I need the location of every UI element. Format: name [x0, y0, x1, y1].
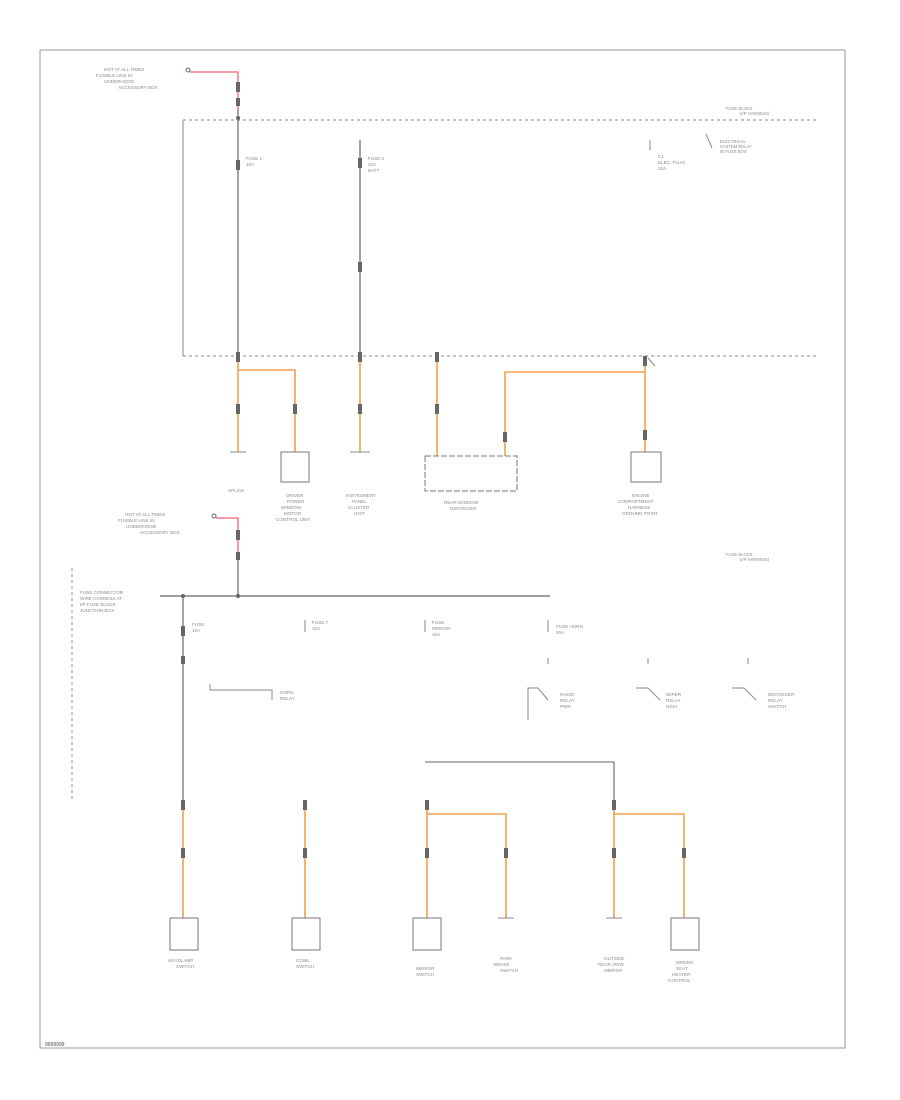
bottom-wires — [182, 806, 685, 918]
top-source-wire — [185, 67, 240, 110]
bottom-component-driver-seat-heater: DRIVER SEAT HEATER CONTROL — [668, 917, 700, 983]
top-component-instrument-cluster: INSTRUMENT PANEL CLUSTER UNIT — [346, 451, 377, 516]
svg-text:FUSE 7 10A: FUSE 7 10A — [312, 620, 329, 631]
svg-text:HORN RELAY: HORN RELAY — [280, 690, 295, 701]
top-fuse-1: FUSE 1 10A — [236, 110, 263, 360]
svg-text:ENGINE COMPARTMENT: ENGINE COMPARTMENT HARNESS GROUND POINT — [618, 493, 658, 516]
diagram-border — [39, 49, 846, 1049]
svg-text:FUSE 15A: FUSE 15A — [192, 622, 206, 633]
svg-text:FUSE MIRROR 10: FUSE MIRROR 10A — [432, 620, 452, 637]
svg-text:MIRROR SWITCH: MIRROR SWITCH — [416, 966, 436, 977]
bottom-section: HOT AT ALL TIMES FUSIBLE LINK IN UNDERHO… — [71, 512, 796, 983]
bottom-fuse-2: FUSE 7 10A — [304, 620, 329, 632]
bottom-fuse-block-label: FUSE BLOCK (I/P HARNESS) — [726, 552, 770, 562]
top-wire-connectors — [236, 404, 647, 442]
bottom-fuse-4: FUSE HORN 20A — [547, 620, 584, 635]
bottom-component-park-brake: PARK BRAKE SWITCH — [494, 917, 518, 973]
bottom-source-label: HOT AT ALL TIMES FUSIBLE LINK IN UNDERHO… — [118, 512, 180, 535]
top-wires — [237, 362, 646, 456]
svg-text:RADIO RELAY PW: RADIO RELAY PWR — [560, 692, 576, 709]
svg-text:COWL SWITCH: COWL SWITCH — [296, 958, 314, 969]
top-fuse-block-label: FUSE BLOCK (I/P HARNESS) — [726, 106, 770, 116]
top-relay-label: ELECTRICAL SYSTEM RELAY IN FUSE BOX — [720, 139, 753, 154]
svg-text:DRIVER POWER W: DRIVER POWER WINDOW MOTOR CONTROL UNIT — [276, 493, 310, 522]
bottom-mirror-bus — [425, 761, 615, 818]
top-section: HOT AT ALL TIMES FUSIBLE LINK IN UNDERHO… — [96, 67, 818, 522]
top-fuse-2: FUSE 2 20A BATT — [358, 140, 385, 360]
svg-text:REAR WINDOW DEFOGGER: REAR WINDOW DEFOGGER — [444, 500, 479, 511]
svg-text:DRIVER SEAT HE: DRIVER SEAT HEATER CONTROL — [668, 960, 695, 983]
top-connectors — [236, 352, 656, 367]
top-source-label: HOT AT ALL TIMES FUSIBLE LINK IN UNDERHO… — [96, 67, 158, 90]
bottom-component-cowl-switch: COWL SWITCH — [291, 917, 321, 969]
bottom-component-headlamp-switch: HEADLAMP SWITCH — [168, 917, 199, 969]
svg-text:HEADLAMP SWITCH: HEADLAMP SWITCH — [168, 958, 194, 969]
bottom-wire-connectors — [181, 800, 686, 858]
svg-text:INSTRUMENT PANEL: INSTRUMENT PANEL CLUSTER UNIT — [346, 493, 377, 516]
bottom-source-wire — [211, 513, 240, 596]
svg-text:DEFOGGER RELAY: DEFOGGER RELAY SWITCH — [768, 692, 796, 709]
svg-text:PARK BRAKE SWI: PARK BRAKE SWITCH — [494, 956, 518, 973]
bottom-fuse-3: FUSE MIRROR 10A — [424, 620, 452, 637]
footer-code: 9999999 — [45, 1042, 65, 1048]
bottom-relay-4: DEFOGGER RELAY SWITCH — [732, 658, 796, 709]
svg-text:FUSE 1 10A: FUSE 1 10A — [246, 156, 263, 167]
svg-text:OUTSIDE REAR VIEW: OUTSIDE REAR VIEW MIRROR — [598, 956, 626, 973]
bottom-component-mirror-switch: MIRROR SWITCH — [412, 917, 442, 977]
svg-text:C1 ELEC. PLUG: C1 ELEC. PLUG 10A — [658, 154, 686, 171]
top-fuse-block-outline — [182, 119, 818, 357]
bottom-relay-3: WIPER RELAY HIGH — [636, 658, 682, 709]
svg-text:FUSE 2 20A BAT: FUSE 2 20A BATT — [368, 156, 385, 173]
top-component-rear-defogger: REAR WINDOW DEFOGGER — [424, 455, 518, 511]
svg-text:FUSE HORN 20A: FUSE HORN 20A — [556, 624, 584, 635]
top-component-driver-window-motor: DRIVER POWER WINDOW MOTOR CONTROL UNIT — [276, 451, 310, 522]
top-fuse-3: C1 ELEC. PLUG 10A ELECTRICAL SYSTEM RELA… — [649, 133, 753, 171]
top-component-splice: SPLICE — [228, 451, 246, 493]
bottom-relay-2: RADIO RELAY PWR — [527, 658, 576, 720]
bottom-component-outside-mirror: OUTSIDE REAR VIEW MIRROR — [598, 917, 626, 973]
svg-text:WIPER RELAY HI: WIPER RELAY HIGH — [666, 692, 682, 709]
bottom-fuse-1: FUSE 15A — [181, 596, 206, 810]
svg-text:SPLICE: SPLICE — [228, 488, 244, 493]
bottom-left-label: FUSE CONNECTOR WIRE HARNESS AT I/P FUSE … — [80, 590, 124, 613]
top-component-engine-ground: ENGINE COMPARTMENT HARNESS GROUND POINT — [618, 451, 662, 516]
bottom-relay-1: HORN RELAY — [209, 684, 295, 701]
